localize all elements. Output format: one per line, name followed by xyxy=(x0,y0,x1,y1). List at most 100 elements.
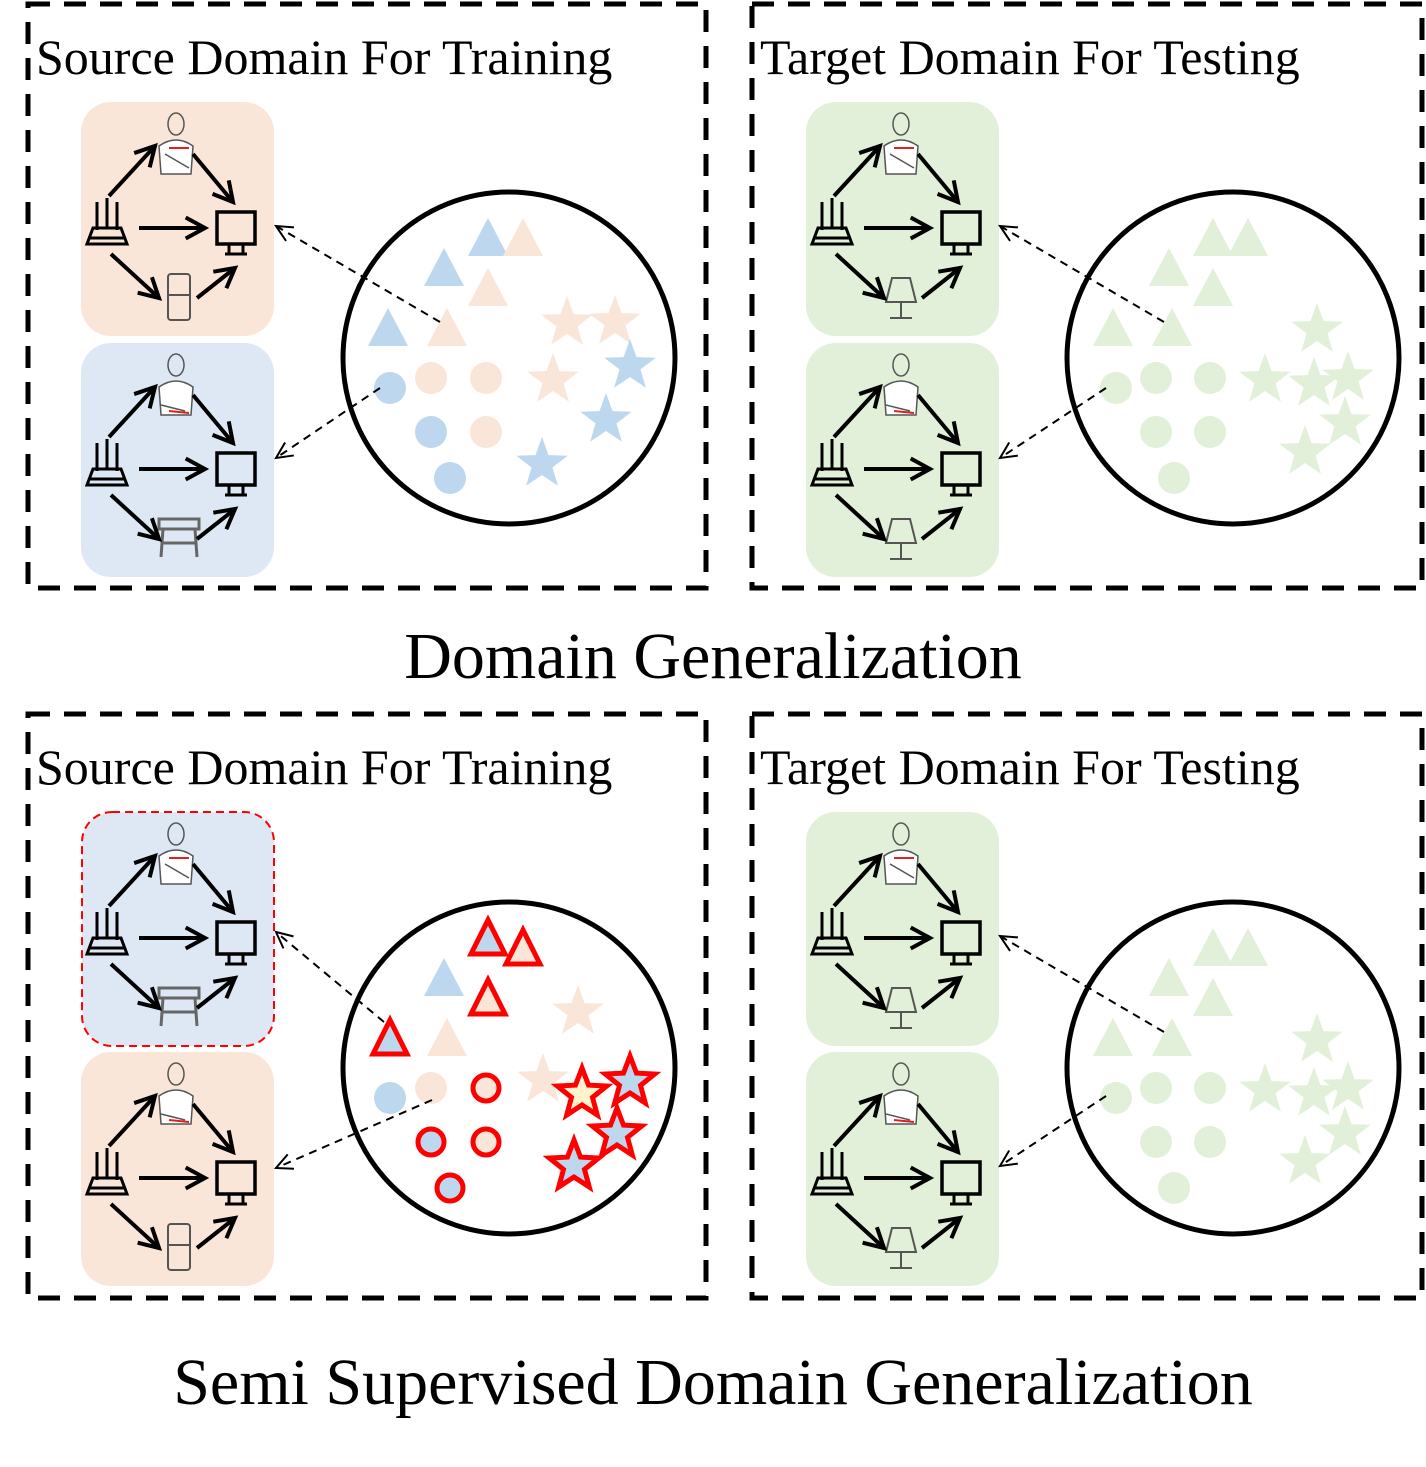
arrowhead-icon xyxy=(274,224,295,242)
star-sample xyxy=(552,985,604,1034)
person-gesture-icon xyxy=(883,112,919,175)
arrowhead-icon xyxy=(998,442,1018,460)
fridge-icon xyxy=(167,1223,191,1271)
device-graph xyxy=(809,112,982,319)
labeled-triangle-sample xyxy=(466,974,510,1017)
pointer-link xyxy=(275,1099,433,1169)
triangle-sample xyxy=(427,1018,467,1056)
labeled-star-sample xyxy=(550,1060,614,1121)
lamp-icon xyxy=(884,1227,918,1269)
pointer-link xyxy=(999,1095,1107,1167)
labeled-circle-sample xyxy=(470,1126,502,1158)
circle-sample xyxy=(1140,1126,1172,1158)
labeled-circle-sample xyxy=(415,1126,447,1158)
dg-source-feature-space xyxy=(340,189,678,527)
arrow-icon xyxy=(834,252,886,300)
circle-sample xyxy=(374,372,406,404)
dg-section-title: Domain Generalization xyxy=(404,620,1022,693)
triangle-sample xyxy=(1193,978,1233,1016)
triangle-sample xyxy=(1228,218,1268,256)
labeled-circle-sample xyxy=(434,1172,466,1204)
lamp-icon xyxy=(884,987,918,1029)
ssdg-target-domain-a-box xyxy=(806,812,999,1046)
labeled-triangle-sample xyxy=(368,1014,412,1057)
arrowhead-icon xyxy=(273,1153,295,1170)
person-gesture-icon xyxy=(158,112,194,175)
arrow-icon xyxy=(916,152,960,204)
star-sample xyxy=(1239,353,1291,402)
table-icon xyxy=(157,986,201,1027)
pointer-link xyxy=(275,931,385,1023)
star-sample xyxy=(1291,303,1343,352)
lamp-icon xyxy=(884,518,918,560)
triangle-sample xyxy=(1093,1018,1133,1056)
dg-target-domain-a-box xyxy=(806,102,999,336)
arrow-icon xyxy=(832,854,882,908)
star-sample xyxy=(1319,396,1371,445)
monitor-icon xyxy=(215,1160,257,1206)
ssdg-source-frame xyxy=(25,711,709,1301)
arrow-icon xyxy=(832,385,882,439)
table-icon xyxy=(157,517,201,558)
arrowhead-icon xyxy=(998,1150,1018,1168)
circle-sample xyxy=(1100,1082,1132,1114)
arrowhead-icon xyxy=(274,930,294,949)
dg-source-domain-a-box xyxy=(81,102,274,336)
lamp-icon xyxy=(884,277,918,319)
ssdg-target-frame xyxy=(749,711,1425,1301)
pointer-link xyxy=(999,387,1107,459)
circle-sample xyxy=(1140,362,1172,394)
router-icon xyxy=(809,908,855,956)
triangle-sample xyxy=(503,218,543,256)
dg-target-frame xyxy=(749,1,1425,591)
arrow-icon xyxy=(191,152,235,204)
arrow-icon xyxy=(107,144,157,198)
ssdg-source-domain-unlabeled-box xyxy=(81,1052,274,1286)
triangle-sample xyxy=(1193,268,1233,306)
person-gesture-icon xyxy=(158,822,194,885)
arrowhead-icon xyxy=(274,441,294,460)
circle-sample xyxy=(415,1072,447,1104)
device-graph xyxy=(84,1062,257,1271)
star-sample xyxy=(517,1053,569,1102)
device-graph xyxy=(809,822,982,1029)
monitor-icon xyxy=(940,920,982,966)
circle-sample xyxy=(470,416,502,448)
triangle-sample xyxy=(1149,958,1189,996)
triangle-sample xyxy=(1228,928,1268,966)
circle-sample xyxy=(434,462,466,494)
pointer-link xyxy=(999,935,1165,1033)
labeled-star-sample xyxy=(585,1100,649,1161)
dg-target-feature-space xyxy=(1064,189,1402,527)
device-graph xyxy=(809,1062,982,1269)
triangle-sample xyxy=(468,268,508,306)
arrow-icon xyxy=(916,1102,960,1154)
arrow-icon xyxy=(916,393,960,445)
arrow-icon xyxy=(109,962,161,1010)
fridge-icon xyxy=(167,273,191,321)
monitor-icon xyxy=(215,451,257,497)
star-sample xyxy=(1239,1063,1291,1112)
labeled-circle-sample xyxy=(470,1072,502,1104)
arrow-icon xyxy=(195,266,237,300)
arrow-icon xyxy=(832,1094,882,1148)
star-sample xyxy=(589,295,641,344)
router-icon xyxy=(809,1148,855,1196)
star-sample xyxy=(516,437,568,486)
circle-sample xyxy=(415,362,447,394)
star-sample xyxy=(1279,1135,1331,1184)
router-icon xyxy=(84,439,130,487)
star-sample xyxy=(1322,1061,1374,1110)
monitor-icon xyxy=(940,1160,982,1206)
triangle-sample xyxy=(1149,248,1189,286)
triangle-sample xyxy=(368,308,408,346)
labeled-triangle-sample xyxy=(466,914,510,957)
star-sample xyxy=(1322,351,1374,400)
circle-sample xyxy=(415,416,447,448)
ssdg-target-domain-b-box xyxy=(806,1052,999,1286)
triangle-sample xyxy=(427,308,467,346)
circle-sample xyxy=(1100,372,1132,404)
arrow-icon xyxy=(195,1216,237,1250)
arrow-icon xyxy=(107,385,157,439)
